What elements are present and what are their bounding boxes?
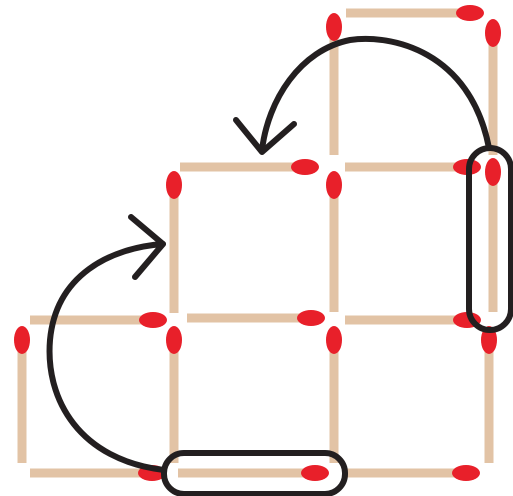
matchstick-head [485, 19, 501, 47]
match-low-right-right [481, 326, 497, 463]
match-low-right-top [345, 312, 481, 328]
match-bottom-right [345, 465, 480, 481]
matchstick-head [297, 310, 325, 326]
match-low-mid-right [326, 326, 342, 463]
matchstick-head [452, 465, 480, 481]
match-low-mid-top [187, 310, 325, 326]
move-annotations-layer [50, 39, 511, 494]
matchstick-head [456, 5, 484, 21]
matchsticks-layer [14, 5, 501, 481]
move-arrow-lower [50, 244, 164, 470]
matchstick-head [166, 171, 182, 199]
match-mid-center-vertical [326, 171, 342, 312]
match-top-right-left [326, 13, 342, 155]
match-mid-right-right [485, 158, 501, 312]
matchstick-head [291, 159, 319, 175]
match-mid-left-top [180, 159, 319, 175]
matchstick-head [326, 171, 342, 199]
matchstick-head [14, 326, 30, 354]
match-low-left-right [166, 326, 182, 463]
match-mid-left-left [166, 171, 182, 313]
matchstick-head [326, 326, 342, 354]
matchstick-head [301, 465, 329, 481]
match-top-right-top [346, 5, 484, 21]
move-arrow-upper [262, 39, 489, 150]
match-mid-right-top [345, 159, 481, 175]
matchstick-head [139, 312, 167, 328]
matchstick-head [326, 13, 342, 41]
matchstick-head [166, 326, 182, 354]
matchstick-head [485, 158, 501, 186]
match-bottom-mid [178, 465, 329, 481]
match-low-left-left [14, 326, 30, 463]
